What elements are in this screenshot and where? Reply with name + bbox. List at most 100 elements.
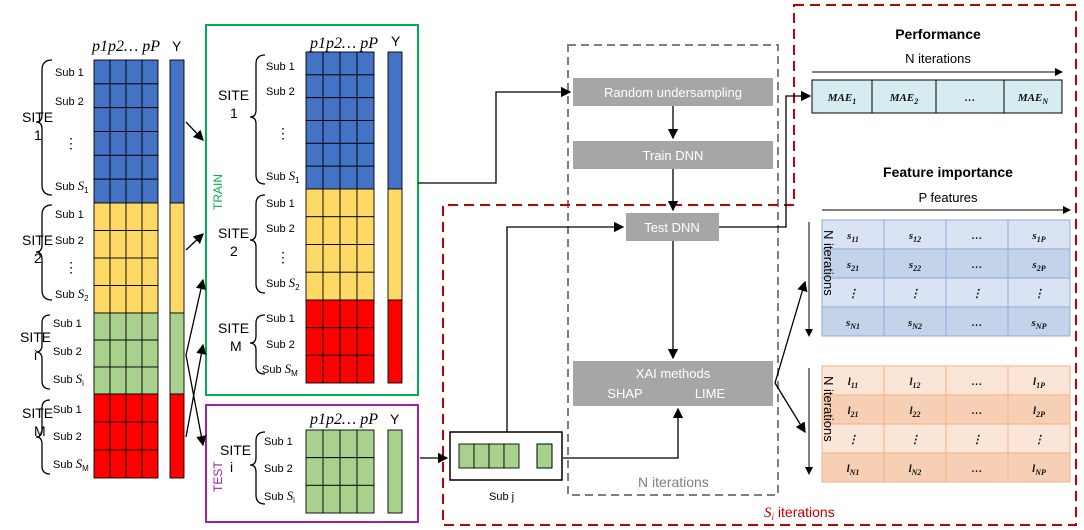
grid-cell	[93, 339, 111, 368]
mae-cell-label: MAEN	[1017, 92, 1049, 106]
grid-cell	[93, 449, 111, 479]
importance-cell-label: sN1	[845, 317, 860, 331]
grid-cell	[141, 178, 159, 204]
grid-cell	[322, 429, 341, 459]
sub-s-label: Sub Si	[53, 371, 84, 388]
grid-cell	[141, 285, 159, 314]
dots-label: ⋮	[276, 125, 290, 141]
grid-cell	[322, 97, 341, 121]
subj-label: Sub j	[489, 491, 514, 503]
grid-cell	[109, 131, 127, 156]
grid-cell	[305, 299, 324, 329]
siteM-brace	[35, 399, 51, 475]
grid-cell	[93, 257, 111, 286]
xai-methods-label: XAI methods	[636, 366, 711, 381]
grid-cell	[305, 244, 324, 273]
grid-cell	[93, 366, 111, 395]
grid-cell	[305, 429, 324, 459]
importance-cell	[945, 248, 1009, 279]
y-cell	[387, 429, 403, 514]
feature-grid-left	[93, 59, 159, 479]
random-undersampling-box	[573, 78, 773, 106]
importance-cell-label: l22	[909, 405, 920, 419]
importance-cell-label: lN1	[847, 463, 860, 477]
grid-cell	[109, 59, 127, 85]
mae-cell	[871, 79, 937, 114]
importance-cell	[821, 365, 885, 396]
sub-s-label: Sub S1	[266, 168, 300, 185]
importance-cell-label: l1P	[1033, 376, 1045, 390]
grid-cell	[93, 285, 111, 314]
y-cell	[169, 202, 185, 314]
split-arrows	[185, 121, 207, 447]
grid-cell	[125, 339, 143, 368]
sub-s-label: Sub S2	[266, 275, 300, 292]
lime-label: LIME	[695, 386, 726, 401]
grid-cell	[305, 51, 324, 76]
grid-cell	[339, 299, 358, 329]
grid-cell	[322, 120, 341, 144]
grid-cell	[305, 120, 324, 144]
sub-label: Sub 1	[264, 436, 293, 448]
grid-cell	[125, 449, 143, 479]
test-sitei-brace	[249, 431, 266, 505]
sub-label: Sub 1	[266, 313, 295, 325]
grid-cell	[322, 142, 341, 167]
grid-cell	[356, 120, 375, 144]
dots-label: ⋮	[64, 259, 78, 275]
grid-cell	[93, 178, 111, 204]
grid-cell	[305, 165, 324, 190]
grid-cell	[141, 257, 159, 286]
sub-label: Sub 2	[53, 346, 82, 358]
grid-cell	[305, 271, 324, 301]
test-sub-labels: Sub 1 Sub 2 Sub Si	[264, 436, 295, 505]
mae-cell	[811, 79, 873, 114]
test-dnn-box	[626, 213, 719, 241]
mae-cell	[935, 79, 1005, 114]
importance-cell	[883, 423, 947, 454]
train-dnn-box	[573, 141, 773, 169]
train-box	[205, 24, 419, 396]
importance-cell-label: s12	[908, 230, 921, 244]
sub-s-label: Sub S2	[55, 286, 89, 303]
grid-cell	[109, 312, 127, 341]
importance-cell-label: ⋮	[848, 434, 859, 446]
importance-cell-label: …	[972, 376, 983, 388]
grid-cell	[125, 257, 143, 286]
sub-label: Sub 1	[266, 198, 295, 210]
grid-cell	[305, 354, 324, 384]
grid-cell	[109, 339, 127, 368]
sub-s-label: Sub Si	[264, 488, 295, 505]
sub-label: Sub 2	[53, 431, 82, 443]
grid-cell	[93, 393, 111, 423]
importance-cell-label: ⋮	[972, 434, 983, 446]
train-dnn-label: Train DNN	[643, 148, 704, 163]
grid-cell	[125, 393, 143, 423]
grid-cell	[141, 154, 159, 180]
importance-cell	[1007, 394, 1071, 425]
grid-cell	[141, 83, 159, 109]
sub-label: Sub 2	[266, 339, 295, 351]
importance-cell	[1007, 365, 1071, 396]
mae-cell-label: MAE2	[889, 92, 918, 106]
sub-label: Sub 2	[55, 96, 84, 108]
shap-n-iterations-label: N iterations	[821, 230, 836, 296]
grid-cell	[141, 449, 159, 479]
train-site2-brace	[249, 194, 266, 294]
grid-cell	[339, 457, 358, 486]
grid-cell	[339, 188, 358, 218]
grid-cell	[93, 230, 111, 259]
importance-cell	[945, 452, 1009, 483]
importance-cell-label: ⋮	[1034, 434, 1045, 446]
sub-label: Sub 1	[55, 209, 84, 221]
grid-cell	[339, 244, 358, 273]
sub-label: Sub 1	[53, 318, 82, 330]
